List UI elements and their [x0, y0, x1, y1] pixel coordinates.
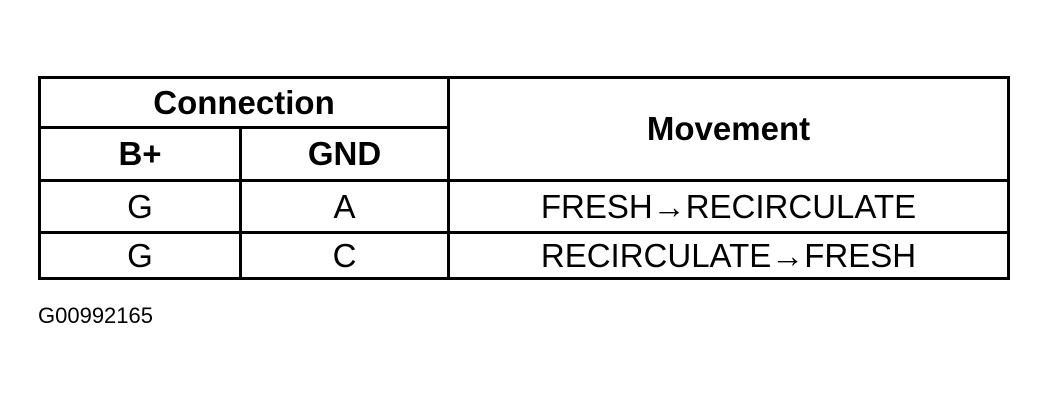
figure-code-caption: G00992165	[38, 303, 153, 328]
header-gnd: GND	[307, 135, 382, 172]
divider-between-rows	[41, 231, 1007, 234]
row1-gnd-cell: A	[333, 187, 356, 225]
divider-connection-movement	[447, 79, 450, 277]
divider-bplus-gnd	[239, 126, 242, 277]
row1-b-plus-cell: G	[127, 187, 153, 225]
row2-movement-cell: RECIRCULATE→FRESH	[540, 236, 917, 274]
divider-under-header	[41, 179, 1007, 182]
header-movement: Movement	[646, 110, 811, 147]
divider-under-connection	[41, 126, 448, 129]
connection-movement-table: Connection Movement B+ GND G A FRESH→REC…	[38, 76, 1010, 280]
row2-gnd-cell: C	[332, 236, 357, 274]
header-b-plus: B+	[118, 135, 162, 172]
row2-b-plus-cell: G	[127, 236, 153, 274]
row1-movement-cell: FRESH→RECIRCULATE	[540, 187, 917, 225]
header-connection: Connection	[153, 83, 335, 121]
